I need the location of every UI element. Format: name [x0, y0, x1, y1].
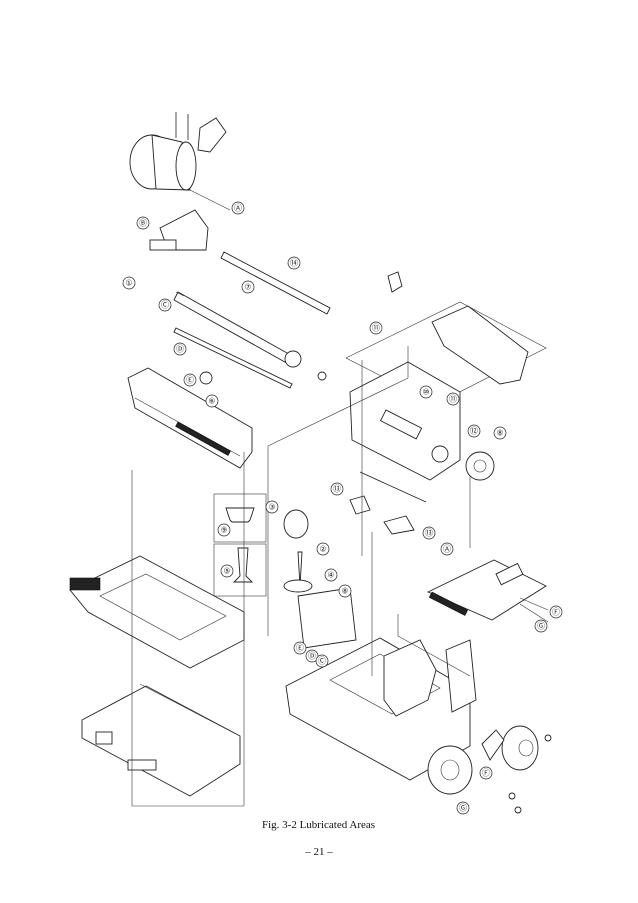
callout-label: ⑬ [425, 529, 433, 538]
callout-label: Ⓓ [176, 345, 184, 354]
callout-A-top: Ⓐ [231, 201, 245, 215]
callout-c4: ④ [324, 568, 338, 582]
callout-label: Ⓐ [443, 545, 451, 554]
callout-F-lower: Ⓕ [479, 766, 493, 780]
callout-label: ⑫ [470, 427, 478, 436]
callout-c3: ③ [265, 500, 279, 514]
callout-c2: ② [316, 542, 330, 556]
detail-boxes [213, 493, 313, 597]
callout-label: ⑥ [208, 397, 215, 406]
callout-label: ⑭ [290, 259, 298, 268]
control-board [426, 559, 549, 623]
callout-label: ① [125, 279, 132, 288]
callout-C-lower: Ⓒ [315, 654, 329, 668]
callout-E: Ⓔ [183, 373, 197, 387]
print-mechanism [345, 271, 547, 535]
base-frame [81, 683, 241, 797]
callout-label: ⑧ [496, 429, 503, 438]
lower-motors [427, 725, 552, 814]
callout-c9: ⑨ [217, 523, 231, 537]
page-number: – 21 – [305, 846, 333, 858]
callout-label: Ⓑ [139, 219, 147, 228]
callout-c6-top: ⑥ [205, 394, 219, 408]
callout-c10: ⑩ [419, 385, 433, 399]
callout-G-right: Ⓖ [534, 619, 548, 633]
callout-label: ⑪ [449, 395, 457, 404]
callout-c11-top: ⑪ [369, 321, 383, 335]
callout-D-lower: Ⓓ [305, 649, 319, 663]
callout-label: Ⓐ [234, 204, 242, 213]
callout-c8: ⑧ [493, 426, 507, 440]
callout-label: ④ [327, 571, 334, 580]
callout-c7: ⑦ [241, 280, 255, 294]
paper-tray [69, 555, 245, 669]
callout-c1: ① [122, 276, 136, 290]
callout-label: Ⓓ [308, 652, 316, 661]
callout-c13: ⑬ [330, 482, 344, 496]
callout-D: Ⓓ [173, 342, 187, 356]
upper-frame-bracket [127, 367, 253, 469]
callout-label: Ⓖ [537, 622, 545, 631]
shafts-upper [173, 251, 331, 389]
main-chassis [285, 587, 477, 781]
callout-C-top: Ⓒ [158, 298, 172, 312]
callout-label: ⑤ [223, 567, 230, 576]
callout-label: ⑧ [341, 587, 348, 596]
callout-G-lower: Ⓖ [456, 801, 470, 815]
callout-E-lower: Ⓔ [293, 641, 307, 655]
callout-c12: ⑫ [467, 424, 481, 438]
callout-label: ③ [268, 503, 275, 512]
callout-label: ⑪ [372, 324, 380, 333]
figure-caption: Fig. 3-2 Lubricated Areas [262, 819, 376, 831]
callout-label: ⑨ [220, 526, 227, 535]
callout-label: Ⓔ [296, 644, 304, 653]
callout-label: ⑬ [333, 485, 341, 494]
callout-label: ⑩ [422, 388, 429, 397]
callout-c14: ⑭ [287, 256, 301, 270]
callout-label: Ⓖ [459, 804, 467, 813]
callout-c11-right: ⑪ [446, 392, 460, 406]
callout-label: Ⓒ [318, 657, 326, 666]
callout-label: Ⓕ [552, 608, 560, 617]
leader-lines [131, 346, 471, 807]
motor-assembly [129, 112, 231, 251]
callout-A-right: Ⓐ [440, 542, 454, 556]
callout-c8-lower: ⑧ [338, 584, 352, 598]
callout-c5: ⑤ [220, 564, 234, 578]
callout-F-right: Ⓕ [549, 605, 563, 619]
callout-label: ⑦ [244, 283, 251, 292]
callout-c13-lower: ⑬ [422, 526, 436, 540]
callout-B: Ⓑ [136, 216, 150, 230]
callout-label: ② [319, 545, 326, 554]
callout-label: Ⓔ [186, 376, 194, 385]
callout-label: Ⓒ [161, 301, 169, 310]
callout-label: Ⓕ [482, 769, 490, 778]
